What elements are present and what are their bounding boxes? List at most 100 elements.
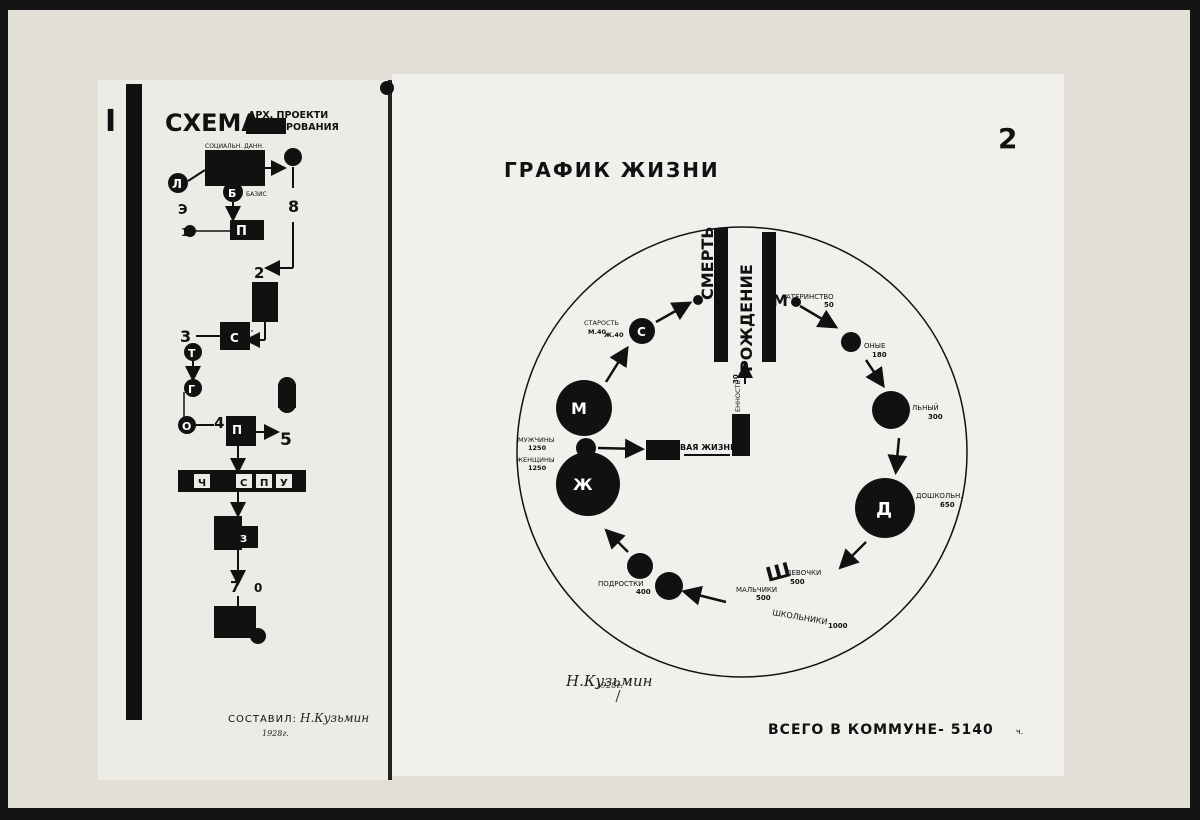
letter-ch: Ч (198, 478, 206, 489)
women-label: ЖЕНЩИНЫ (516, 456, 555, 464)
nursery-node (872, 391, 910, 429)
preschool-node (855, 478, 915, 538)
letter-e: Э (178, 203, 188, 218)
arrow-family (597, 438, 645, 459)
teens-node (655, 572, 683, 600)
row-cell (276, 474, 292, 488)
life-cycle-circle (516, 226, 968, 678)
death-node (693, 295, 703, 305)
step-0: 0 (254, 581, 262, 595)
girls-value: 500 (790, 578, 805, 586)
bazis-label: БАЗИС (246, 191, 267, 198)
total-text: ВСЕГО В КОММУНЕ- 5140 (768, 722, 994, 738)
node-o (178, 416, 196, 434)
men-label: МУЖЧИНЫ (518, 436, 555, 444)
bar-death (714, 228, 728, 362)
men-letter: М (571, 399, 587, 418)
letter-z: З (240, 534, 247, 545)
women-letter: Ж (573, 475, 593, 494)
arrow-teens (604, 528, 629, 553)
node-1 (184, 225, 196, 237)
signature-stroke (615, 689, 621, 703)
nursery-label: ЛЬНЫЙ (912, 403, 939, 412)
old-age-label: СТАРОСТЬ (584, 319, 619, 327)
old-age-node (629, 318, 655, 344)
node-b (223, 182, 243, 202)
right-year: 1928г. (596, 681, 623, 690)
arrow-nursery (887, 437, 908, 475)
final-block (214, 606, 256, 638)
node-g (184, 379, 202, 397)
infants-label: ОНЫЕ (864, 342, 885, 350)
right-signature: Н.Кузьмин (565, 672, 652, 690)
letter-u: У (280, 478, 288, 489)
letter-g: Г (188, 383, 195, 396)
block-z (232, 526, 258, 548)
men-node (556, 380, 612, 436)
arrow-men (604, 345, 629, 383)
pair-node (576, 438, 596, 458)
panel-divider (388, 80, 392, 780)
women-node (556, 452, 620, 516)
old-age-letter: С (637, 325, 646, 339)
infants-value: 180 (872, 351, 887, 359)
men-value: 1250 (528, 444, 547, 452)
letter-p4: П (232, 423, 242, 437)
step-8: 8 (288, 197, 299, 216)
infants-node (841, 332, 861, 352)
school-label: ШКОЛЬНИКИ (772, 608, 828, 627)
family-label: ВАЯ ЖИЗНЬ (680, 443, 736, 452)
pin-hole (380, 81, 394, 95)
row-cell (236, 474, 252, 488)
letter-p-row: П (260, 478, 268, 489)
letter-o: О (182, 420, 191, 433)
old-age-women: Ж.40 (604, 331, 624, 339)
node-disc-join (278, 384, 296, 408)
schema-title: СХЕМА (165, 109, 260, 137)
step-2: 2 (254, 264, 264, 282)
teens-node-2 (627, 553, 653, 579)
teens-label: ПОДРОСТКИ (598, 580, 643, 588)
page-number: 2 (998, 122, 1017, 155)
schema-subtitle-2: РОВАНИЯ (286, 122, 339, 133)
preschool-label: ДОШКОЛЬН. (916, 492, 963, 500)
left-thick-bar (126, 84, 142, 720)
women-value: 1250 (528, 464, 547, 472)
maternity-value: 50 (824, 301, 834, 309)
newlyweds-block (732, 414, 750, 456)
block-2 (252, 282, 278, 322)
nursery-value: 300 (928, 413, 943, 421)
left-year: 1928г. (262, 729, 289, 738)
letter-p: П (236, 224, 247, 239)
life-chart-title: ГРАФИК ЖИЗНИ (504, 158, 720, 182)
maternity-label: АТЕРИНСТВО (786, 293, 834, 301)
step-4: 4 (214, 414, 224, 432)
row-cell (194, 474, 210, 488)
arrow-preschool (838, 541, 867, 570)
step-3: 3 (180, 327, 191, 346)
letter-t: Т (188, 347, 196, 360)
node-circle (284, 148, 302, 166)
maternity-letter: М (772, 291, 788, 310)
block-p (230, 220, 264, 240)
preschool-letter: Д (876, 499, 892, 520)
connector (187, 169, 206, 182)
bar-birth (762, 232, 776, 362)
death-label: СМЕРТЬ (698, 227, 717, 300)
old-age-men: М.40 (588, 328, 606, 336)
title-block (246, 118, 286, 134)
newlyweds-label: ЕННОСТЬ (734, 380, 742, 412)
arrow-infants (864, 359, 885, 389)
teens-value: 400 (636, 588, 651, 596)
arrow-old-age (655, 301, 693, 324)
girls-label: ДЕВОЧКИ (786, 569, 821, 577)
block-p4 (226, 416, 256, 446)
newlyweds-value: 30 (732, 374, 740, 384)
node-l (168, 173, 188, 193)
letter-s: С (230, 331, 239, 345)
node-t (184, 343, 202, 361)
right-plate (392, 74, 1064, 776)
boys-value: 500 (756, 594, 771, 602)
preschool-value: 650 (940, 501, 955, 509)
